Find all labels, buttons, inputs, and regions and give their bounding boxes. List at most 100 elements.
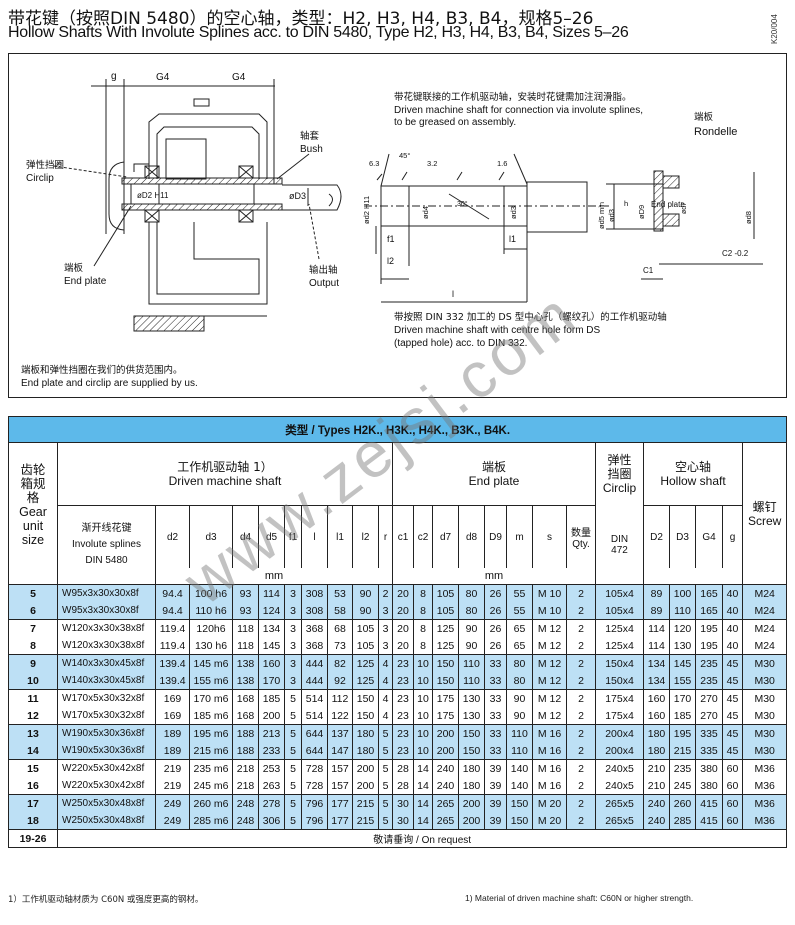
dim-d3-label: øD3 xyxy=(289,191,307,201)
spline-cell: W120x3x30x38x8f xyxy=(57,619,156,637)
circlip-header-en: Circlip xyxy=(602,481,637,496)
value-cell: M24 xyxy=(741,584,788,602)
value-cell: 285 m6 xyxy=(189,812,233,830)
value-cell: 160 xyxy=(643,707,670,725)
value-cell: 265x5 xyxy=(595,812,644,830)
value-cell: 180 xyxy=(643,724,670,742)
value-cell: 39 xyxy=(484,812,507,830)
value-cell: 20 xyxy=(392,584,414,602)
spline-cell: W190x5x30x36x8f xyxy=(57,724,156,742)
value-cell: 2 xyxy=(566,759,596,777)
value-cell: 130 h6 xyxy=(189,637,233,655)
value-cell: 130 xyxy=(458,707,485,725)
value-cell: 23 xyxy=(392,724,414,742)
value-cell: 10 xyxy=(413,742,433,760)
driven-shaft-drawing xyxy=(364,153,609,303)
value-cell: 240 xyxy=(432,759,459,777)
value-cell: 308 xyxy=(301,584,328,602)
circlip-label-cn: 弹性挡圈 xyxy=(26,160,65,171)
value-cell: 200x4 xyxy=(595,742,644,760)
value-cell: 180 xyxy=(643,742,670,760)
value-cell: 180 xyxy=(458,759,485,777)
value-cell: 23 xyxy=(392,654,414,672)
value-cell: 53 xyxy=(327,584,353,602)
value-cell: 45 xyxy=(722,742,743,760)
value-cell: 308 xyxy=(301,602,328,620)
value-cell: 8 xyxy=(413,602,433,620)
value-cell: 180 xyxy=(352,742,379,760)
din-label: DIN xyxy=(610,533,629,545)
roughness-label: 1.6 xyxy=(497,159,508,168)
value-cell: M24 xyxy=(741,619,788,637)
spline-cell: W220x5x30x42x8f xyxy=(57,777,156,795)
value-cell: 118 xyxy=(232,637,259,655)
centre-hole-note-en-2: (tapped hole) acc. to DIN 332. xyxy=(394,338,528,349)
value-cell: 140 xyxy=(506,759,533,777)
value-cell: 160 xyxy=(643,689,670,707)
spline-cell: W170x5x30x32x8f xyxy=(57,689,156,707)
value-cell: 55 xyxy=(506,584,533,602)
value-cell: 270 xyxy=(695,689,723,707)
end-plate-header-en: End plate xyxy=(468,474,520,488)
value-cell: 105x4 xyxy=(595,584,644,602)
value-cell: M 12 xyxy=(532,689,567,707)
value-cell: 177 xyxy=(327,794,353,812)
value-cell: M 12 xyxy=(532,654,567,672)
value-cell: 114 xyxy=(258,584,285,602)
value-cell: 23 xyxy=(392,689,414,707)
value-cell: 130 xyxy=(458,689,485,707)
value-cell: 189 xyxy=(155,724,190,742)
dim-l1-label: l1 xyxy=(509,234,517,244)
value-cell: M30 xyxy=(741,707,788,725)
value-cell: 82 xyxy=(327,654,353,672)
value-cell: 219 xyxy=(155,777,190,795)
value-cell: 188 xyxy=(232,724,259,742)
value-cell: 185 xyxy=(669,707,696,725)
value-cell: 165 xyxy=(695,602,723,620)
value-cell: 110 xyxy=(458,654,485,672)
value-cell: M 12 xyxy=(532,707,567,725)
value-cell: 8 xyxy=(413,637,433,655)
value-cell: M 12 xyxy=(532,619,567,637)
spline-cell: W250x5x30x48x8f xyxy=(57,794,156,812)
column-header-G4: G4 xyxy=(695,505,723,568)
value-cell: 65 xyxy=(506,637,533,655)
gear-unit-size-cell: 15 xyxy=(8,759,58,777)
value-cell: 3 xyxy=(284,654,302,672)
gear-unit-size-cell: 12 xyxy=(8,707,58,725)
value-cell: 139.4 xyxy=(155,654,190,672)
value-cell: 122 xyxy=(327,707,353,725)
rondelle-label-cn: 端板 xyxy=(694,112,714,123)
end-plate-header-cn: 端板 xyxy=(481,460,506,474)
value-cell: 175 xyxy=(432,689,459,707)
value-cell: 380 xyxy=(695,759,723,777)
value-cell: 60 xyxy=(722,812,743,830)
value-cell: 94.4 xyxy=(155,602,190,620)
dim-d3-label: ød3 xyxy=(509,206,518,219)
dim-d2-label: ød2 H11 xyxy=(362,195,371,224)
column-header-m: m xyxy=(506,505,533,568)
value-cell: 180 xyxy=(458,777,485,795)
value-cell: M 16 xyxy=(532,724,567,742)
value-cell: 189 xyxy=(155,742,190,760)
centre-hole-note-cn: 带按照 DIN 332 加工的 DS 型中心孔（螺纹孔）的工作机驱动轴 xyxy=(394,312,667,323)
value-cell: 33 xyxy=(484,654,507,672)
value-cell: 65 xyxy=(506,619,533,637)
value-cell: 150 xyxy=(432,654,459,672)
value-cell: 240x5 xyxy=(595,759,644,777)
value-cell: 368 xyxy=(301,619,328,637)
gear-unit-size-cell: 7 xyxy=(8,619,58,637)
value-cell: 39 xyxy=(484,759,507,777)
value-cell: 2 xyxy=(378,584,393,602)
spline-cell: W95x3x30x30x8f xyxy=(57,602,156,620)
value-cell: 14 xyxy=(413,794,433,812)
